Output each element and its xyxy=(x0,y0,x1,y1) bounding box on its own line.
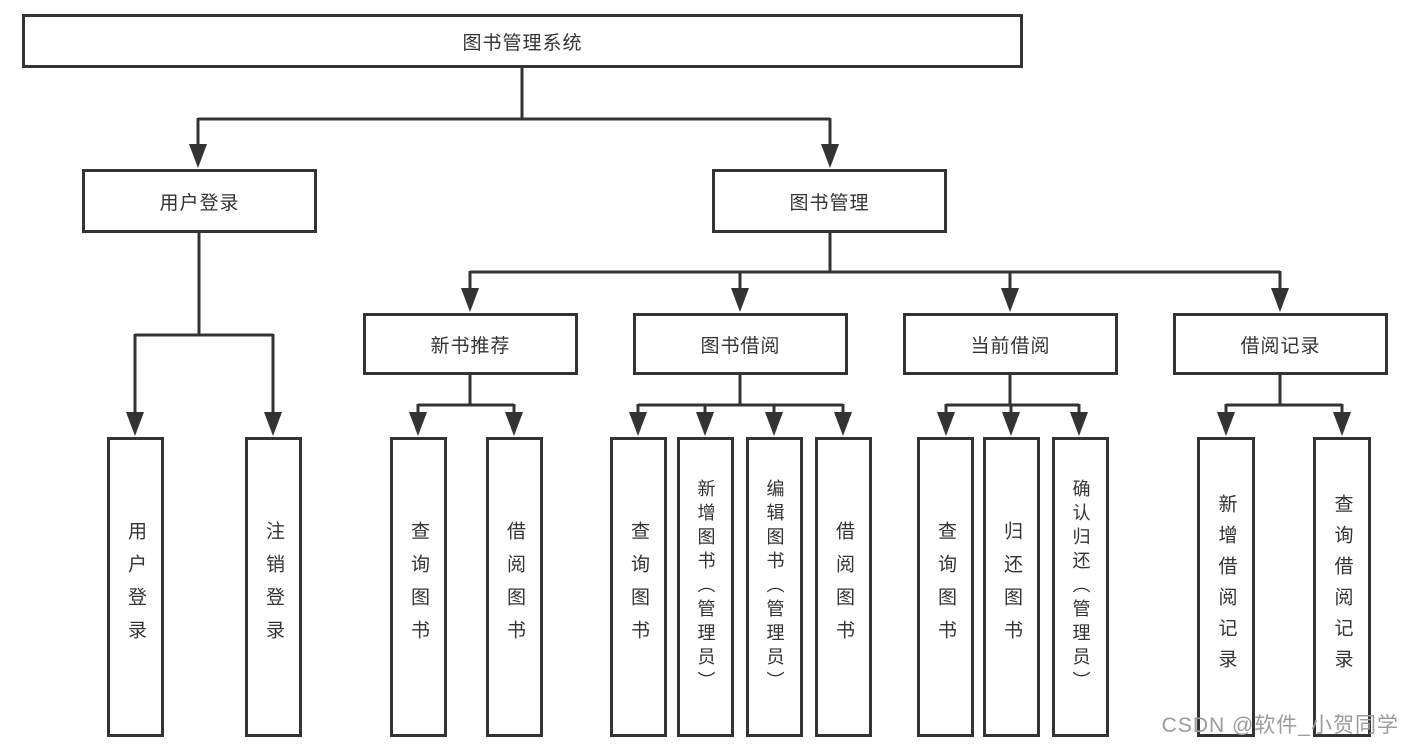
leaf-borrow-books-recommend-label: 借阅图书 xyxy=(504,521,525,653)
leaf-return-book-label: 归还图书 xyxy=(1001,521,1022,653)
leaf-borrow-books-recommend: 借阅图书 xyxy=(486,437,543,737)
node-root: 图书管理系统 xyxy=(22,14,1023,68)
node-book-management: 图书管理 xyxy=(712,169,947,233)
leaf-logout-label: 注销登录 xyxy=(263,521,284,653)
leaf-query-borrow-record: 查询借阅记录 xyxy=(1313,437,1371,737)
leaf-user-login: 用户登录 xyxy=(107,437,164,737)
leaf-add-borrow-record-label: 新增借阅记录 xyxy=(1215,494,1237,680)
node-book-borrow: 图书借阅 xyxy=(633,313,848,375)
node-borrow-records: 借阅记录 xyxy=(1173,313,1388,375)
leaf-logout: 注销登录 xyxy=(245,437,302,737)
node-current-borrow: 当前借阅 xyxy=(903,313,1118,375)
leaf-query-books-recommend-label: 查询图书 xyxy=(408,521,429,653)
leaf-edit-book-admin: 编辑图书（管理员） xyxy=(746,437,803,737)
watermark: CSDN @软件_小贺同学 xyxy=(1161,714,1399,737)
leaf-add-book-admin: 新增图书（管理员） xyxy=(677,437,734,737)
leaf-query-books-recommend: 查询图书 xyxy=(390,437,447,737)
arrowhead-icons xyxy=(126,144,1351,436)
leaf-return-book: 归还图书 xyxy=(983,437,1040,737)
leaf-query-books-borrow-label: 查询图书 xyxy=(628,521,649,653)
leaf-edit-book-admin-label: 编辑图书（管理员） xyxy=(764,479,785,695)
leaf-borrow-books: 借阅图书 xyxy=(815,437,872,737)
leaf-add-borrow-record: 新增借阅记录 xyxy=(1197,437,1255,737)
leaf-query-books-current: 查询图书 xyxy=(917,437,974,737)
leaf-query-borrow-record-label: 查询借阅记录 xyxy=(1331,494,1353,680)
leaf-confirm-return-admin: 确认归还（管理员） xyxy=(1052,437,1109,737)
leaf-borrow-books-label: 借阅图书 xyxy=(833,521,854,653)
node-new-book-recommend: 新书推荐 xyxy=(363,313,578,375)
leaf-confirm-return-admin-label: 确认归还（管理员） xyxy=(1070,479,1091,695)
leaf-query-books-current-label: 查询图书 xyxy=(935,521,956,653)
leaf-add-book-admin-label: 新增图书（管理员） xyxy=(695,479,716,695)
leaf-query-books-borrow: 查询图书 xyxy=(610,437,667,737)
leaf-user-login-label: 用户登录 xyxy=(125,521,146,653)
node-user-login: 用户登录 xyxy=(82,169,317,233)
